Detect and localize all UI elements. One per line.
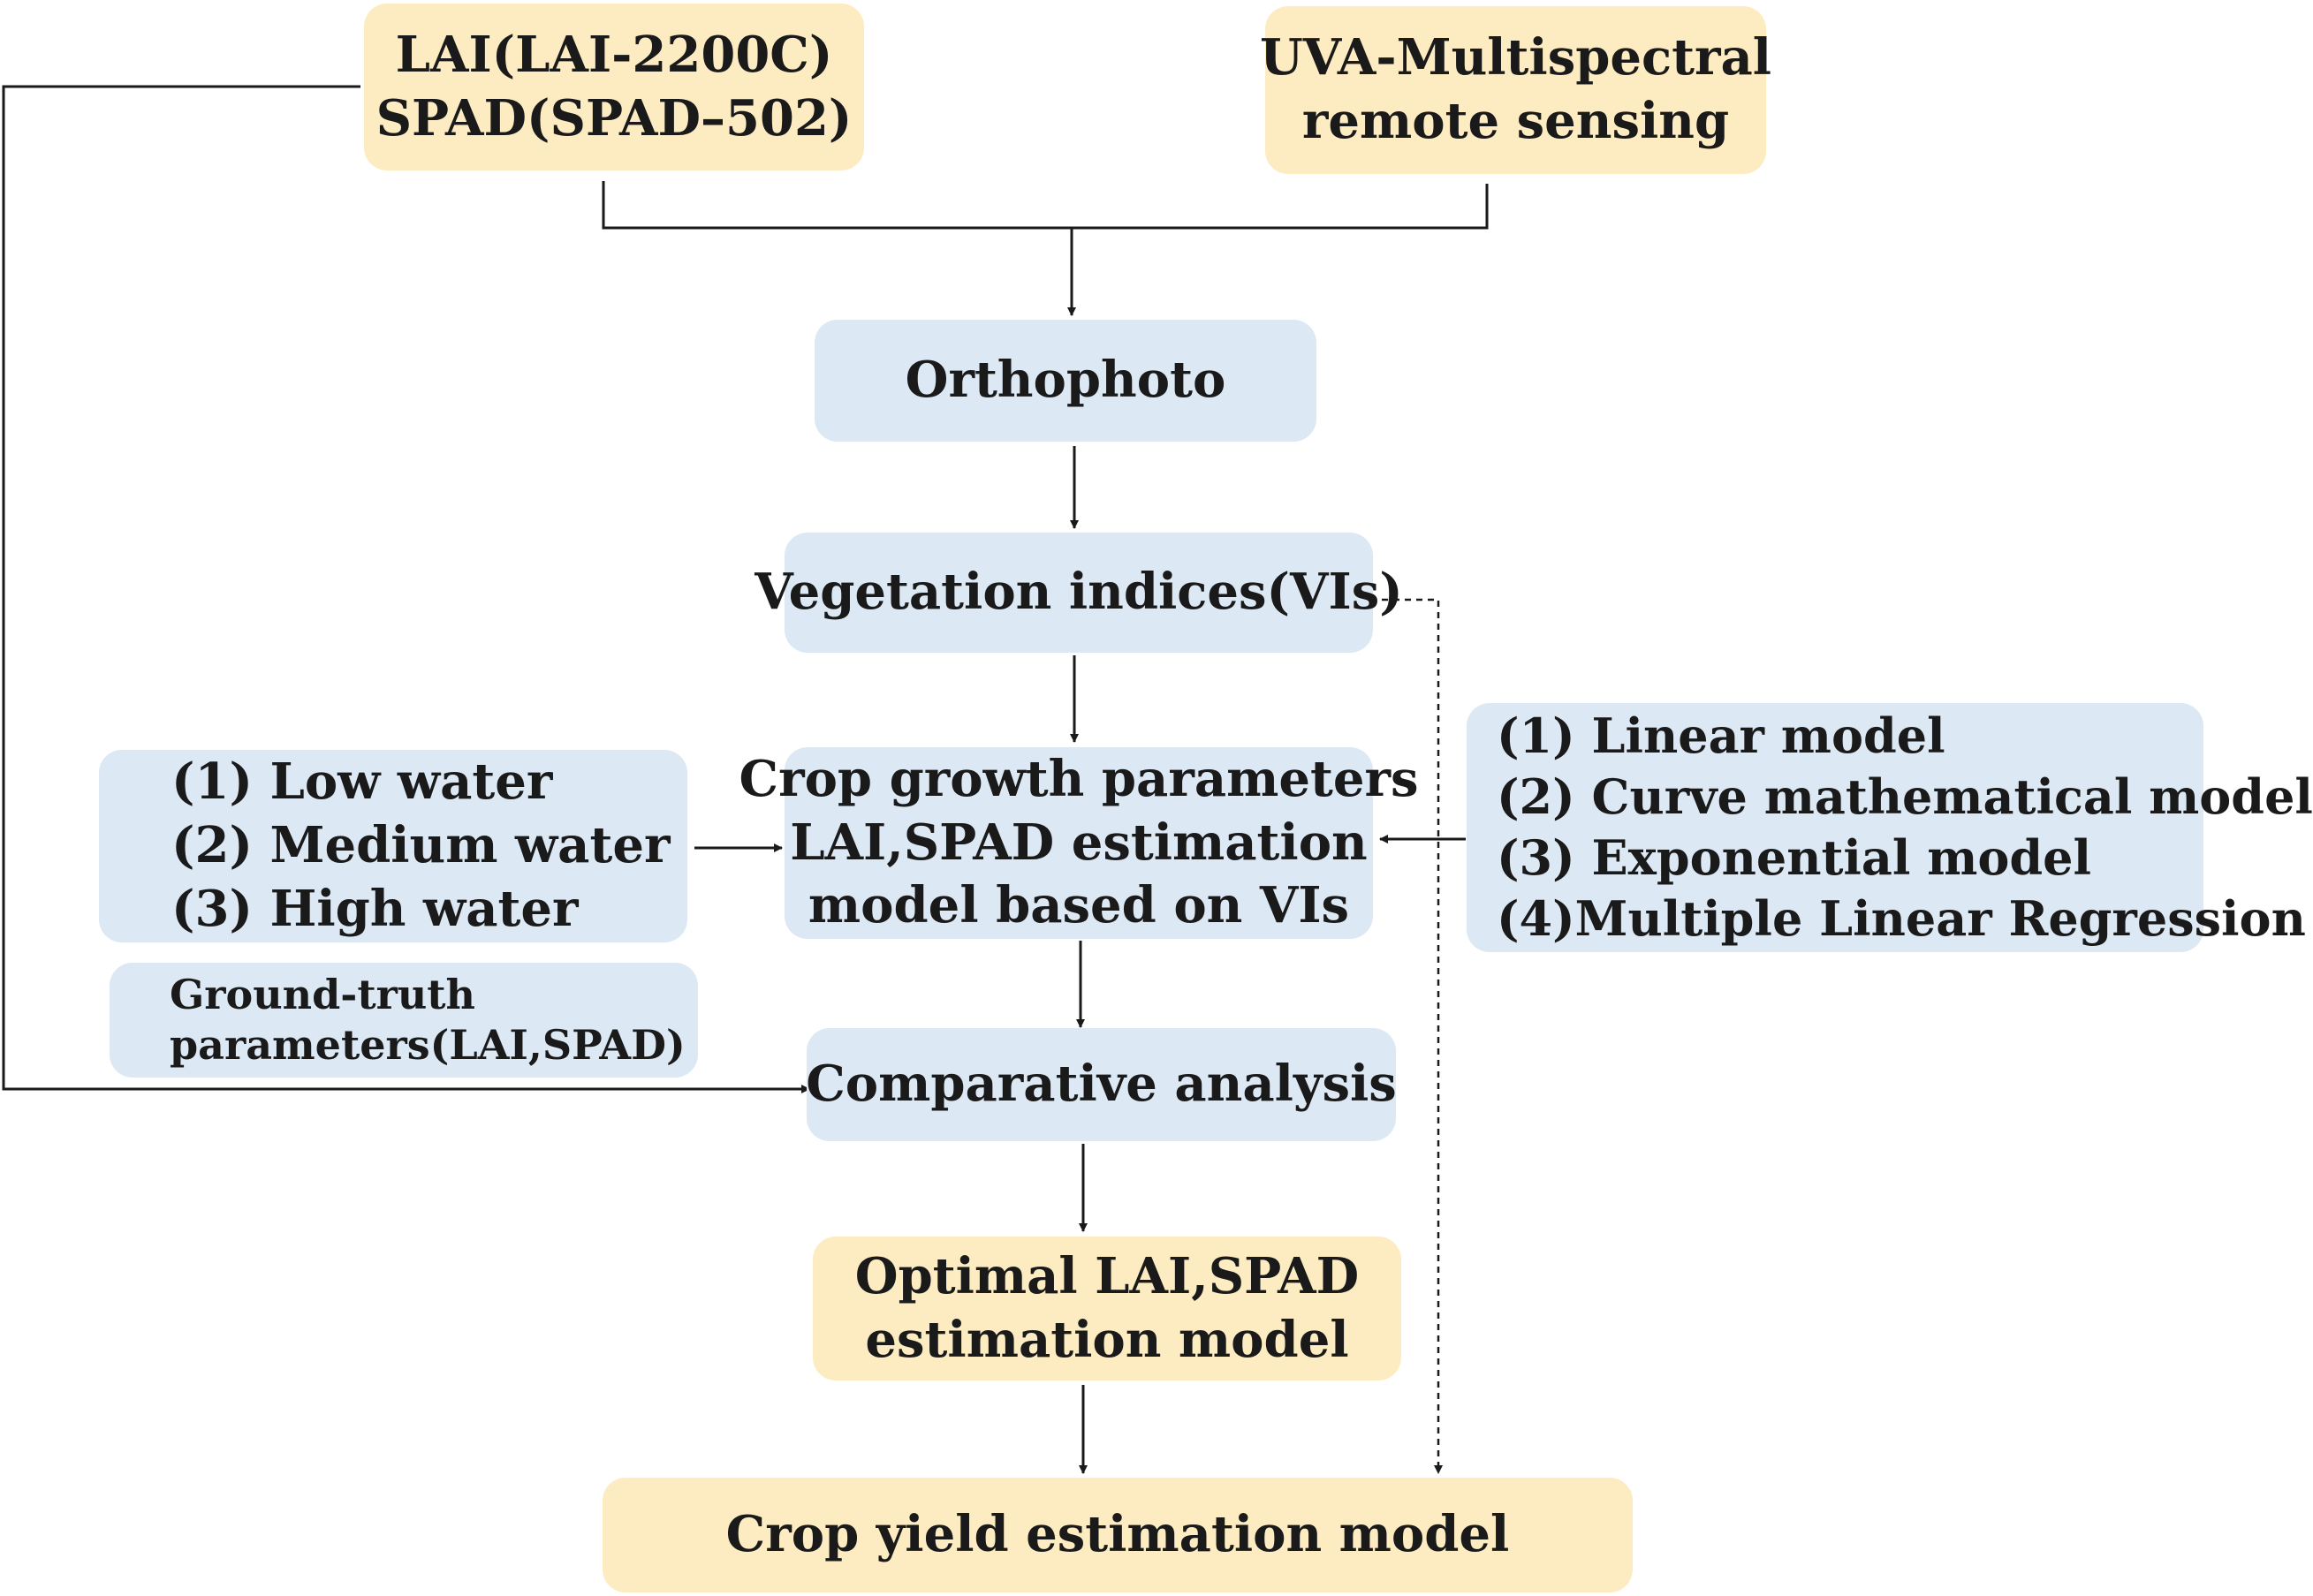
yield-model-label: Crop yield estimation model: [725, 1505, 1510, 1564]
optimal-model-line-2: estimation model: [865, 1310, 1349, 1369]
inputs-merge-bracket: [602, 181, 1489, 230]
model-types-box: (1) Linear model (2) Curve mathematical …: [1467, 703, 2313, 952]
orthophoto-box: Orthophoto: [815, 320, 1316, 442]
uav-sensing-box: UVA-Multispectral remote sensing: [1260, 6, 1771, 174]
optimal-model-line-1: Optimal LAI,SPAD: [854, 1246, 1360, 1305]
model-type-linear: (1) Linear model: [1497, 707, 1945, 764]
field-measurements-box: LAI(LAI-2200C) SPAD(SPAD–502): [364, 4, 864, 170]
vegetation-indices-box: Vegetation indices(VIs): [755, 533, 1403, 653]
ground-truth-line-2: parameters(LAI,SPAD): [170, 1021, 686, 1069]
water-levels-box: (1) Low water (2) Medium water (3) High …: [99, 750, 687, 942]
field-measurements-line-1: LAI(LAI-2200C): [395, 25, 833, 84]
estimation-model-line-3: model based on VIs: [808, 876, 1350, 935]
estimation-model-box: Crop growth parameters LAI,SPAD estimati…: [739, 747, 1419, 939]
comparative-analysis-label: Comparative analysis: [806, 1055, 1397, 1114]
optimal-model-box: Optimal LAI,SPAD estimation model: [813, 1237, 1401, 1380]
ground-truth-box: Ground-truth parameters(LAI,SPAD): [110, 963, 698, 1078]
water-level-high: (3) High water: [171, 879, 579, 938]
model-type-curve: (2) Curve mathematical model: [1497, 768, 2313, 825]
water-level-low: (1) Low water: [171, 753, 553, 812]
orthophoto-label: Orthophoto: [905, 351, 1226, 410]
estimation-model-line-2: LAI,SPAD estimation: [790, 813, 1368, 872]
model-type-exponential: (3) Exponential model: [1497, 829, 2092, 886]
yield-model-box: Crop yield estimation model: [603, 1478, 1633, 1592]
ground-truth-line-1: Ground-truth: [170, 970, 475, 1018]
field-measurements-line-2: SPAD(SPAD–502): [375, 88, 853, 147]
estimation-model-line-1: Crop growth parameters: [739, 749, 1419, 808]
uav-sensing-line-2: remote sensing: [1301, 92, 1730, 150]
comparative-analysis-box: Comparative analysis: [806, 1028, 1397, 1141]
water-level-medium: (2) Medium water: [171, 816, 671, 875]
model-type-mlr: (4)Multiple Linear Regression: [1497, 890, 2306, 948]
connectors-layer: [2, 85, 1489, 1474]
uav-sensing-line-1: UVA-Multispectral: [1259, 28, 1772, 87]
arrow-field-to-comparative: [2, 85, 810, 1093]
vegetation-indices-label: Vegetation indices(VIs): [755, 563, 1403, 622]
